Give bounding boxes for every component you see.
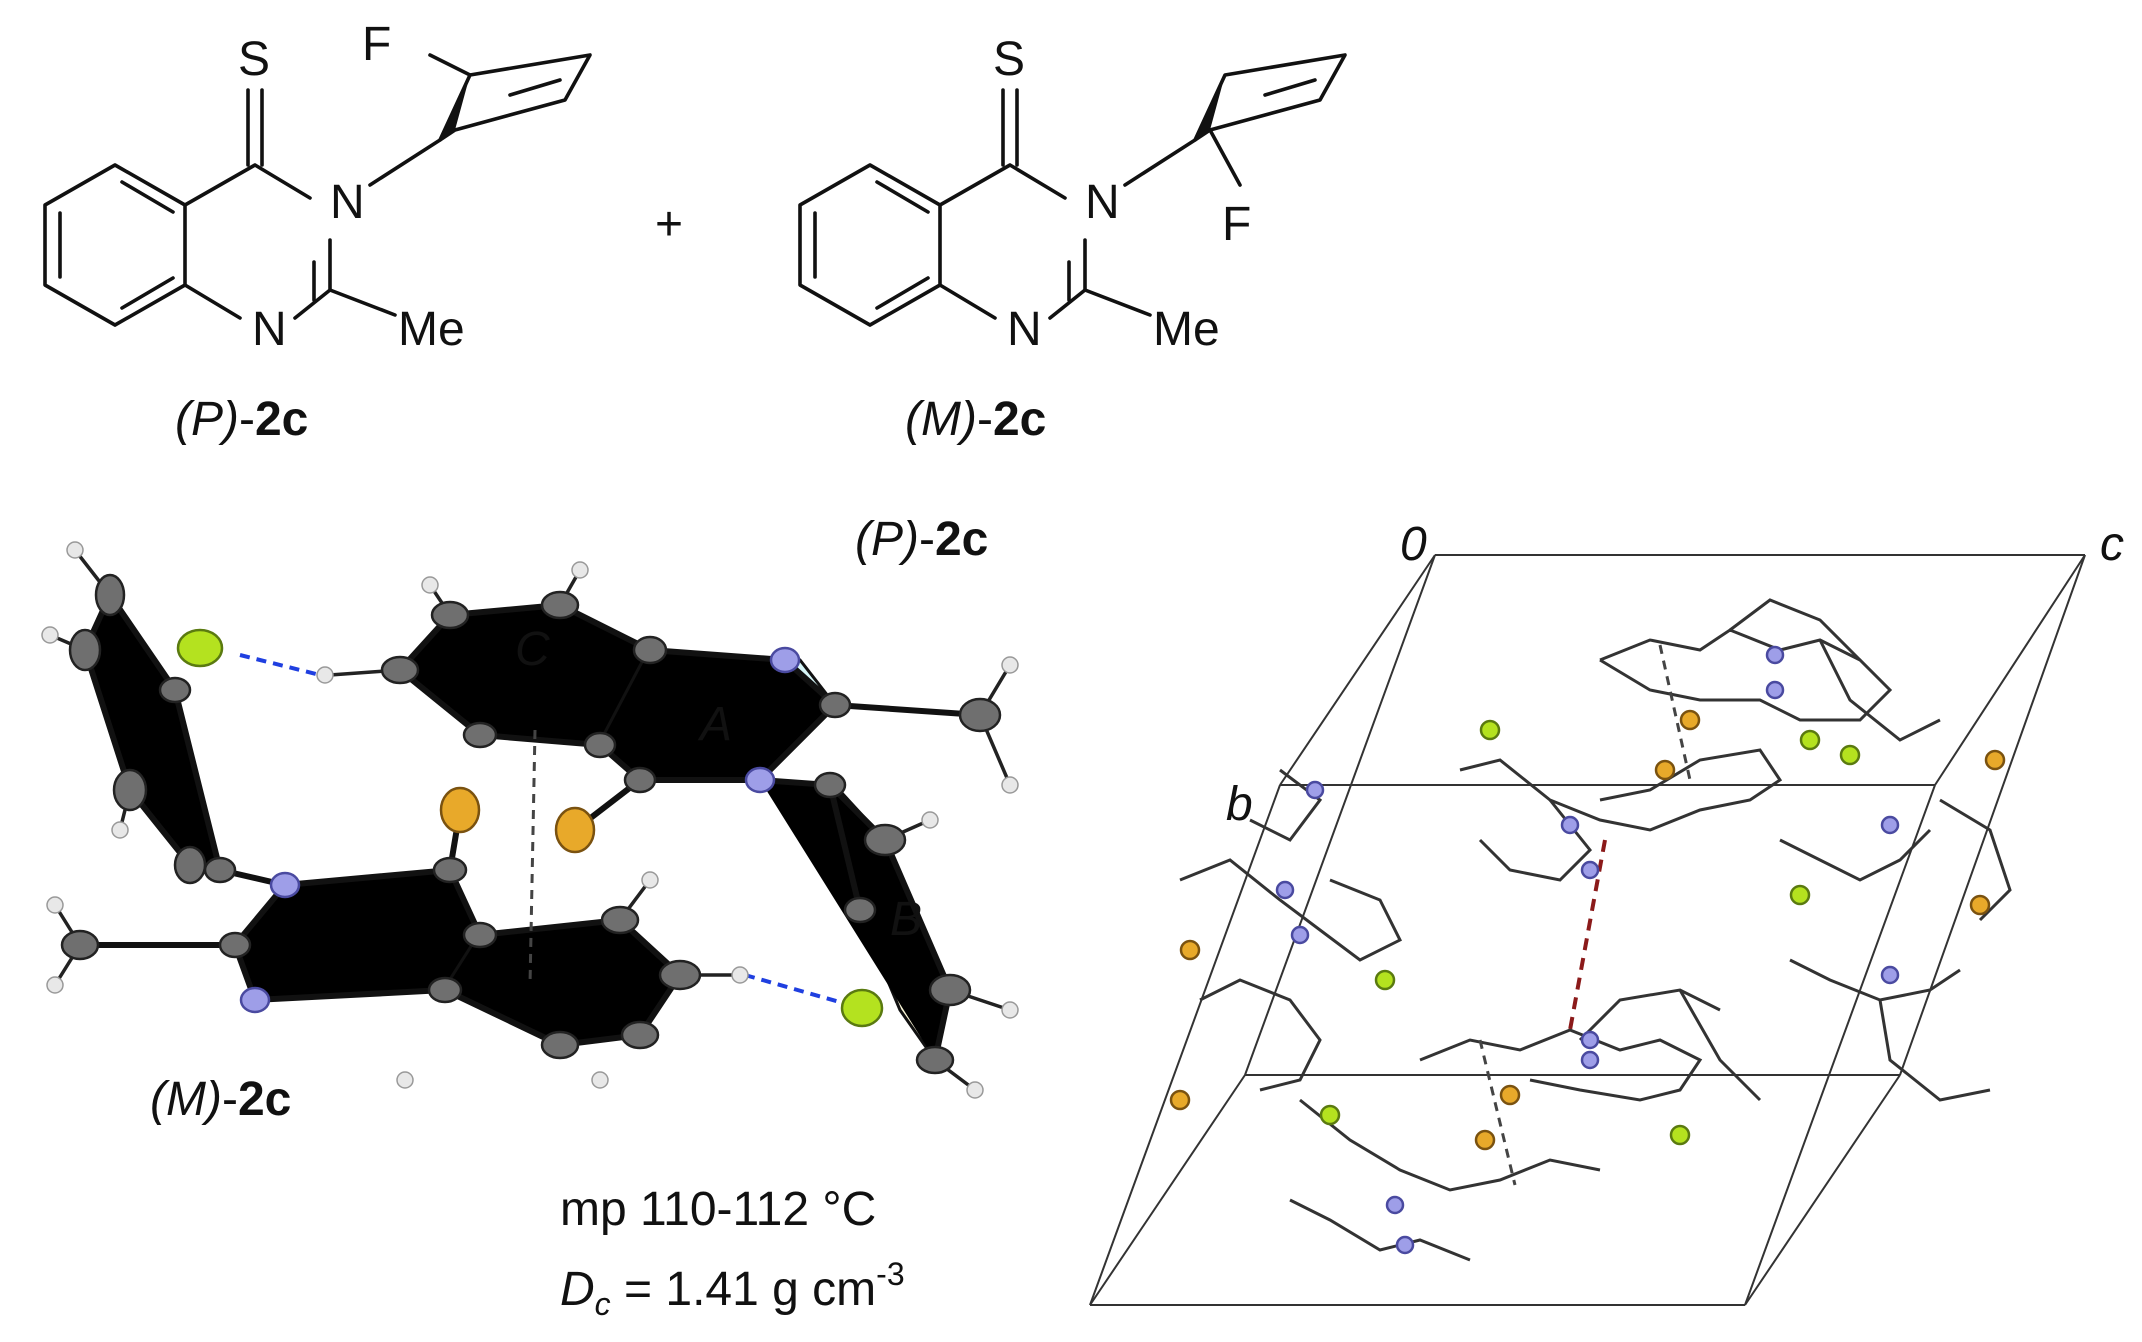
- benzo-ring: [43, 163, 187, 327]
- pi-stack-line-red: [1568, 839, 1607, 1031]
- atom-s: S: [238, 33, 270, 86]
- nitrogen-atoms: [239, 646, 801, 1014]
- benzo-ring: [798, 163, 942, 327]
- atom-me: Me: [398, 303, 465, 356]
- hydrogen-bond: [239, 653, 321, 677]
- atom-n1: N: [1007, 303, 1042, 356]
- cell-axis-b-label: b: [1226, 778, 1253, 831]
- sulfur-atoms: [439, 786, 596, 854]
- melting-point: mp 110-112 °C: [560, 1183, 876, 1236]
- packed-molecules: [1179, 598, 2012, 1262]
- wedge-bond: [1195, 75, 1225, 140]
- carbon-atoms: [60, 573, 1002, 1075]
- cell-axis-c-label: c: [2100, 518, 2124, 571]
- pi-stack-line: [1658, 644, 1692, 781]
- crystal-label-m: (M)-2c: [150, 1073, 291, 1126]
- atom-n1: N: [252, 303, 287, 356]
- atom-s: S: [993, 33, 1025, 86]
- atom-f: F: [1222, 198, 1251, 251]
- wedge-bond: [440, 75, 470, 140]
- plus-sign: +: [655, 198, 683, 251]
- pi-stack-line: [528, 729, 537, 986]
- compound-label-p: (P)-2c: [175, 393, 308, 446]
- atom-me: Me: [1153, 303, 1220, 356]
- cell-origin-label: 0: [1400, 518, 1427, 571]
- hydrogen-bond: [744, 973, 851, 1007]
- fluorine-atoms: [176, 628, 884, 1028]
- ring-label-a: A: [697, 698, 732, 751]
- ring-label-b: B: [890, 893, 922, 946]
- atom-n3: N: [330, 176, 365, 229]
- axis-a: [1244, 554, 1436, 1076]
- packing-atoms: [1169, 645, 2006, 1255]
- unit-cell-packing: 0 c b: [1089, 518, 2124, 1306]
- hydrogen-atoms: [41, 541, 1019, 1099]
- structure-p-2c: S F N N Me (P)-2c: [43, 18, 592, 446]
- ortep-dimer: C A B (P)-2c (M)-2c: [41, 513, 1019, 1126]
- density: Dc = 1.41 g cm-3: [560, 1256, 905, 1322]
- axis-b: [1279, 554, 1436, 786]
- atom-f: F: [362, 18, 391, 71]
- pi-stack-line: [1478, 1039, 1517, 1186]
- atom-n3: N: [1085, 176, 1120, 229]
- compound-label-m: (M)-2c: [905, 393, 1046, 446]
- structure-m-2c: S F N N Me (M)-2c: [798, 33, 1347, 446]
- crystal-label-p: (P)-2c: [855, 513, 988, 566]
- ring-label-c: C: [515, 623, 550, 676]
